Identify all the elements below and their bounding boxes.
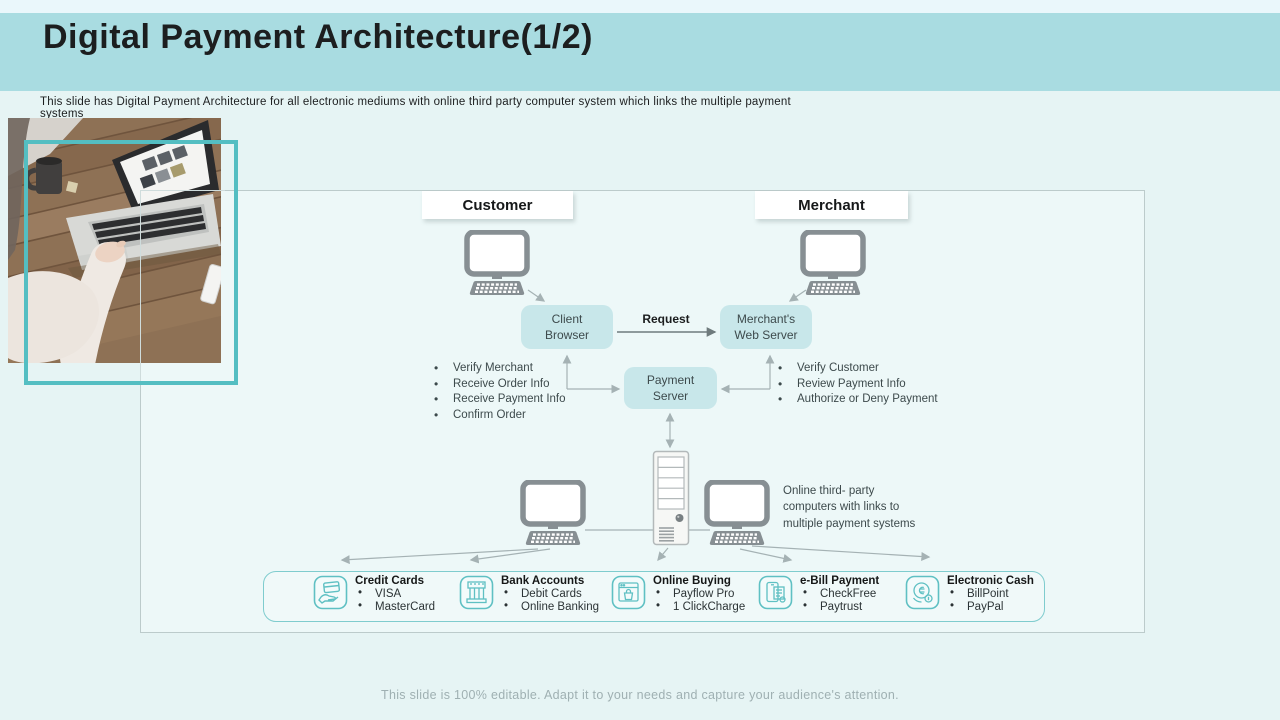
- payment-method-electronic-cash: Electronic Cash BillPoint PayPal: [905, 575, 1034, 614]
- list-item: Verify Customer: [778, 361, 938, 375]
- payment-method-title: e-Bill Payment: [800, 575, 880, 587]
- merchant-web-server-node: Merchant's Web Server: [720, 305, 812, 349]
- top-margin-strip: [0, 0, 1280, 13]
- footer-note: This slide is 100% editable. Adapt it to…: [381, 688, 899, 702]
- payment-method-text: e-Bill Payment CheckFree Paytrust: [800, 575, 879, 614]
- third-party-note: Online third- party computers with links…: [783, 485, 916, 530]
- merchant-side-bullet-list: Verify Customer Review Payment Info Auth…: [778, 361, 938, 409]
- payment-method-item: Paytrust: [800, 600, 879, 614]
- customer-computer-icon: [464, 230, 530, 296]
- payment-method-text: Bank Accounts Debit Cards Online Banking: [501, 575, 599, 614]
- payment-method-item: MasterCard: [355, 600, 435, 614]
- payment-method-title: Bank Accounts: [501, 575, 585, 587]
- third-party-computer-right-icon: [704, 480, 770, 546]
- photo-frame-decoration: [24, 140, 238, 385]
- payment-method-item: Debit Cards: [501, 587, 599, 601]
- customer-side-bullet-list: Verify Merchant Receive Order Info Recei…: [434, 361, 566, 424]
- customer-section-label: Customer: [422, 191, 573, 219]
- payment-method-item: VISA: [355, 587, 435, 601]
- payment-method-credit-cards: Credit Cards VISA MasterCard: [313, 575, 435, 614]
- list-item: Verify Merchant: [434, 361, 566, 375]
- slide-subtitle: This slide has Digital Payment Architect…: [40, 96, 791, 120]
- third-party-computer-left-icon: [520, 480, 586, 546]
- list-item: Review Payment Info: [778, 377, 938, 391]
- list-item: Confirm Order: [434, 408, 566, 422]
- payment-server-node: Payment Server: [624, 367, 717, 409]
- payment-method-item: 1 ClickCharge: [653, 600, 745, 614]
- payment-method-text: Electronic Cash BillPoint PayPal: [947, 575, 1034, 614]
- diagram-container: [140, 190, 1145, 633]
- payment-method-online-buying: Online Buying Payflow Pro 1 ClickCharge: [611, 575, 745, 614]
- client-browser-node: Client Browser: [521, 305, 613, 349]
- header-band: [0, 13, 1280, 91]
- digital-coin-icon: [905, 575, 940, 610]
- merchant-section-label: Merchant: [755, 191, 908, 219]
- diagram-border-segment: [140, 190, 141, 385]
- payment-method-ebill: e-Bill Payment CheckFree Paytrust: [758, 575, 879, 614]
- credit-card-hand-icon: [313, 575, 348, 610]
- payment-method-title: Online Buying: [653, 575, 731, 587]
- merchant-computer-icon: [800, 230, 866, 296]
- payment-method-bank-accounts: Bank Accounts Debit Cards Online Banking: [459, 575, 599, 614]
- mobile-bill-icon: [758, 575, 793, 610]
- list-item: Receive Payment Info: [434, 392, 566, 406]
- browser-shopping-bag-icon: [611, 575, 646, 610]
- payment-method-text: Credit Cards VISA MasterCard: [355, 575, 435, 614]
- payment-method-title: Electronic Cash: [947, 575, 1034, 587]
- payment-method-item: Online Banking: [501, 600, 599, 614]
- payment-method-item: BillPoint: [947, 587, 1034, 601]
- payment-method-item: PayPal: [947, 600, 1034, 614]
- payment-method-text: Online Buying Payflow Pro 1 ClickCharge: [653, 575, 745, 614]
- payment-server-tower-icon: [652, 450, 690, 546]
- payment-method-title: Credit Cards: [355, 575, 425, 587]
- payment-method-item: Payflow Pro: [653, 587, 745, 601]
- page-title: Digital Payment Architecture(1/2): [43, 18, 593, 56]
- payment-method-item: CheckFree: [800, 587, 879, 601]
- request-arrow-label: Request: [642, 312, 690, 326]
- list-item: Receive Order Info: [434, 377, 566, 391]
- bank-icon: [459, 575, 494, 610]
- diagram-border-segment: [140, 190, 225, 191]
- list-item: Authorize or Deny Payment: [778, 392, 938, 406]
